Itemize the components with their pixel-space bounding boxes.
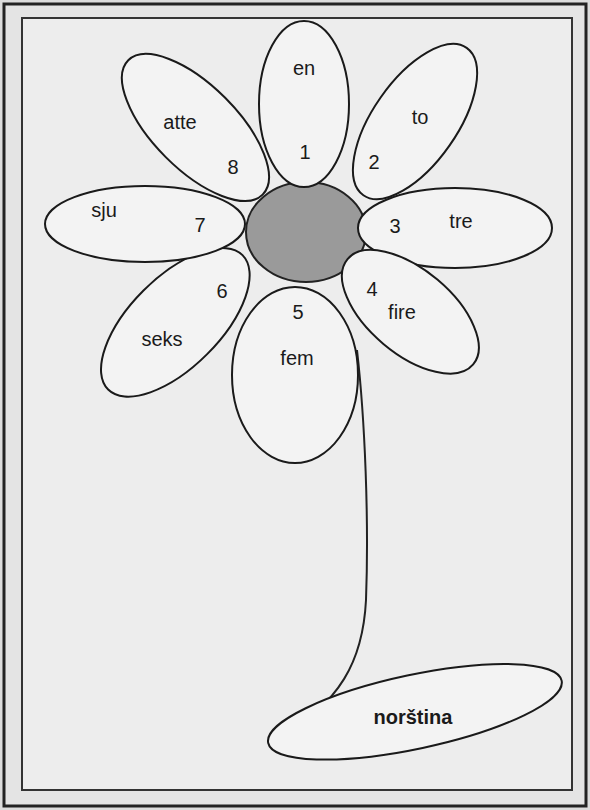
number-word: atte xyxy=(163,111,196,134)
petal-number: 5 xyxy=(292,301,303,324)
number-word: fire xyxy=(388,301,416,324)
number-word: seks xyxy=(141,328,182,351)
shape-outline xyxy=(42,183,248,265)
petal-number: 4 xyxy=(366,278,377,301)
leaf-label: norština xyxy=(374,706,453,729)
petal-number: 6 xyxy=(216,280,227,303)
ellipse-outline xyxy=(261,645,570,780)
petal-number: 3 xyxy=(389,215,400,238)
number-word: en xyxy=(293,57,315,80)
ellipse-outline xyxy=(259,21,349,187)
inner-frame xyxy=(22,18,572,790)
leaf-shape: norština xyxy=(265,661,565,763)
number-word: sju xyxy=(91,199,117,222)
ellipse-outline xyxy=(232,287,358,463)
outer-frame xyxy=(4,4,586,806)
shape-outline xyxy=(98,245,253,400)
petal-number: 2 xyxy=(368,151,379,174)
petal-shape: en 1 xyxy=(256,18,352,190)
petal-number: 1 xyxy=(299,141,310,164)
number-word: to xyxy=(412,106,429,129)
shape-outline xyxy=(256,18,352,190)
petal-shape: seks 6 xyxy=(98,245,253,400)
petal-number: 8 xyxy=(227,156,238,179)
number-word: fem xyxy=(280,347,313,370)
ellipse-outline xyxy=(98,30,292,224)
petal-shape: to 2 xyxy=(350,41,480,202)
petal-shape: sju 7 xyxy=(42,183,248,265)
number-word: tre xyxy=(449,210,472,233)
petal-shape: fem 5 xyxy=(229,284,361,466)
petal-shape: atte 8 xyxy=(119,51,272,204)
petal-number: 7 xyxy=(194,214,205,237)
ellipse-outline xyxy=(45,186,245,262)
petal-shape: fire 4 xyxy=(339,247,482,377)
